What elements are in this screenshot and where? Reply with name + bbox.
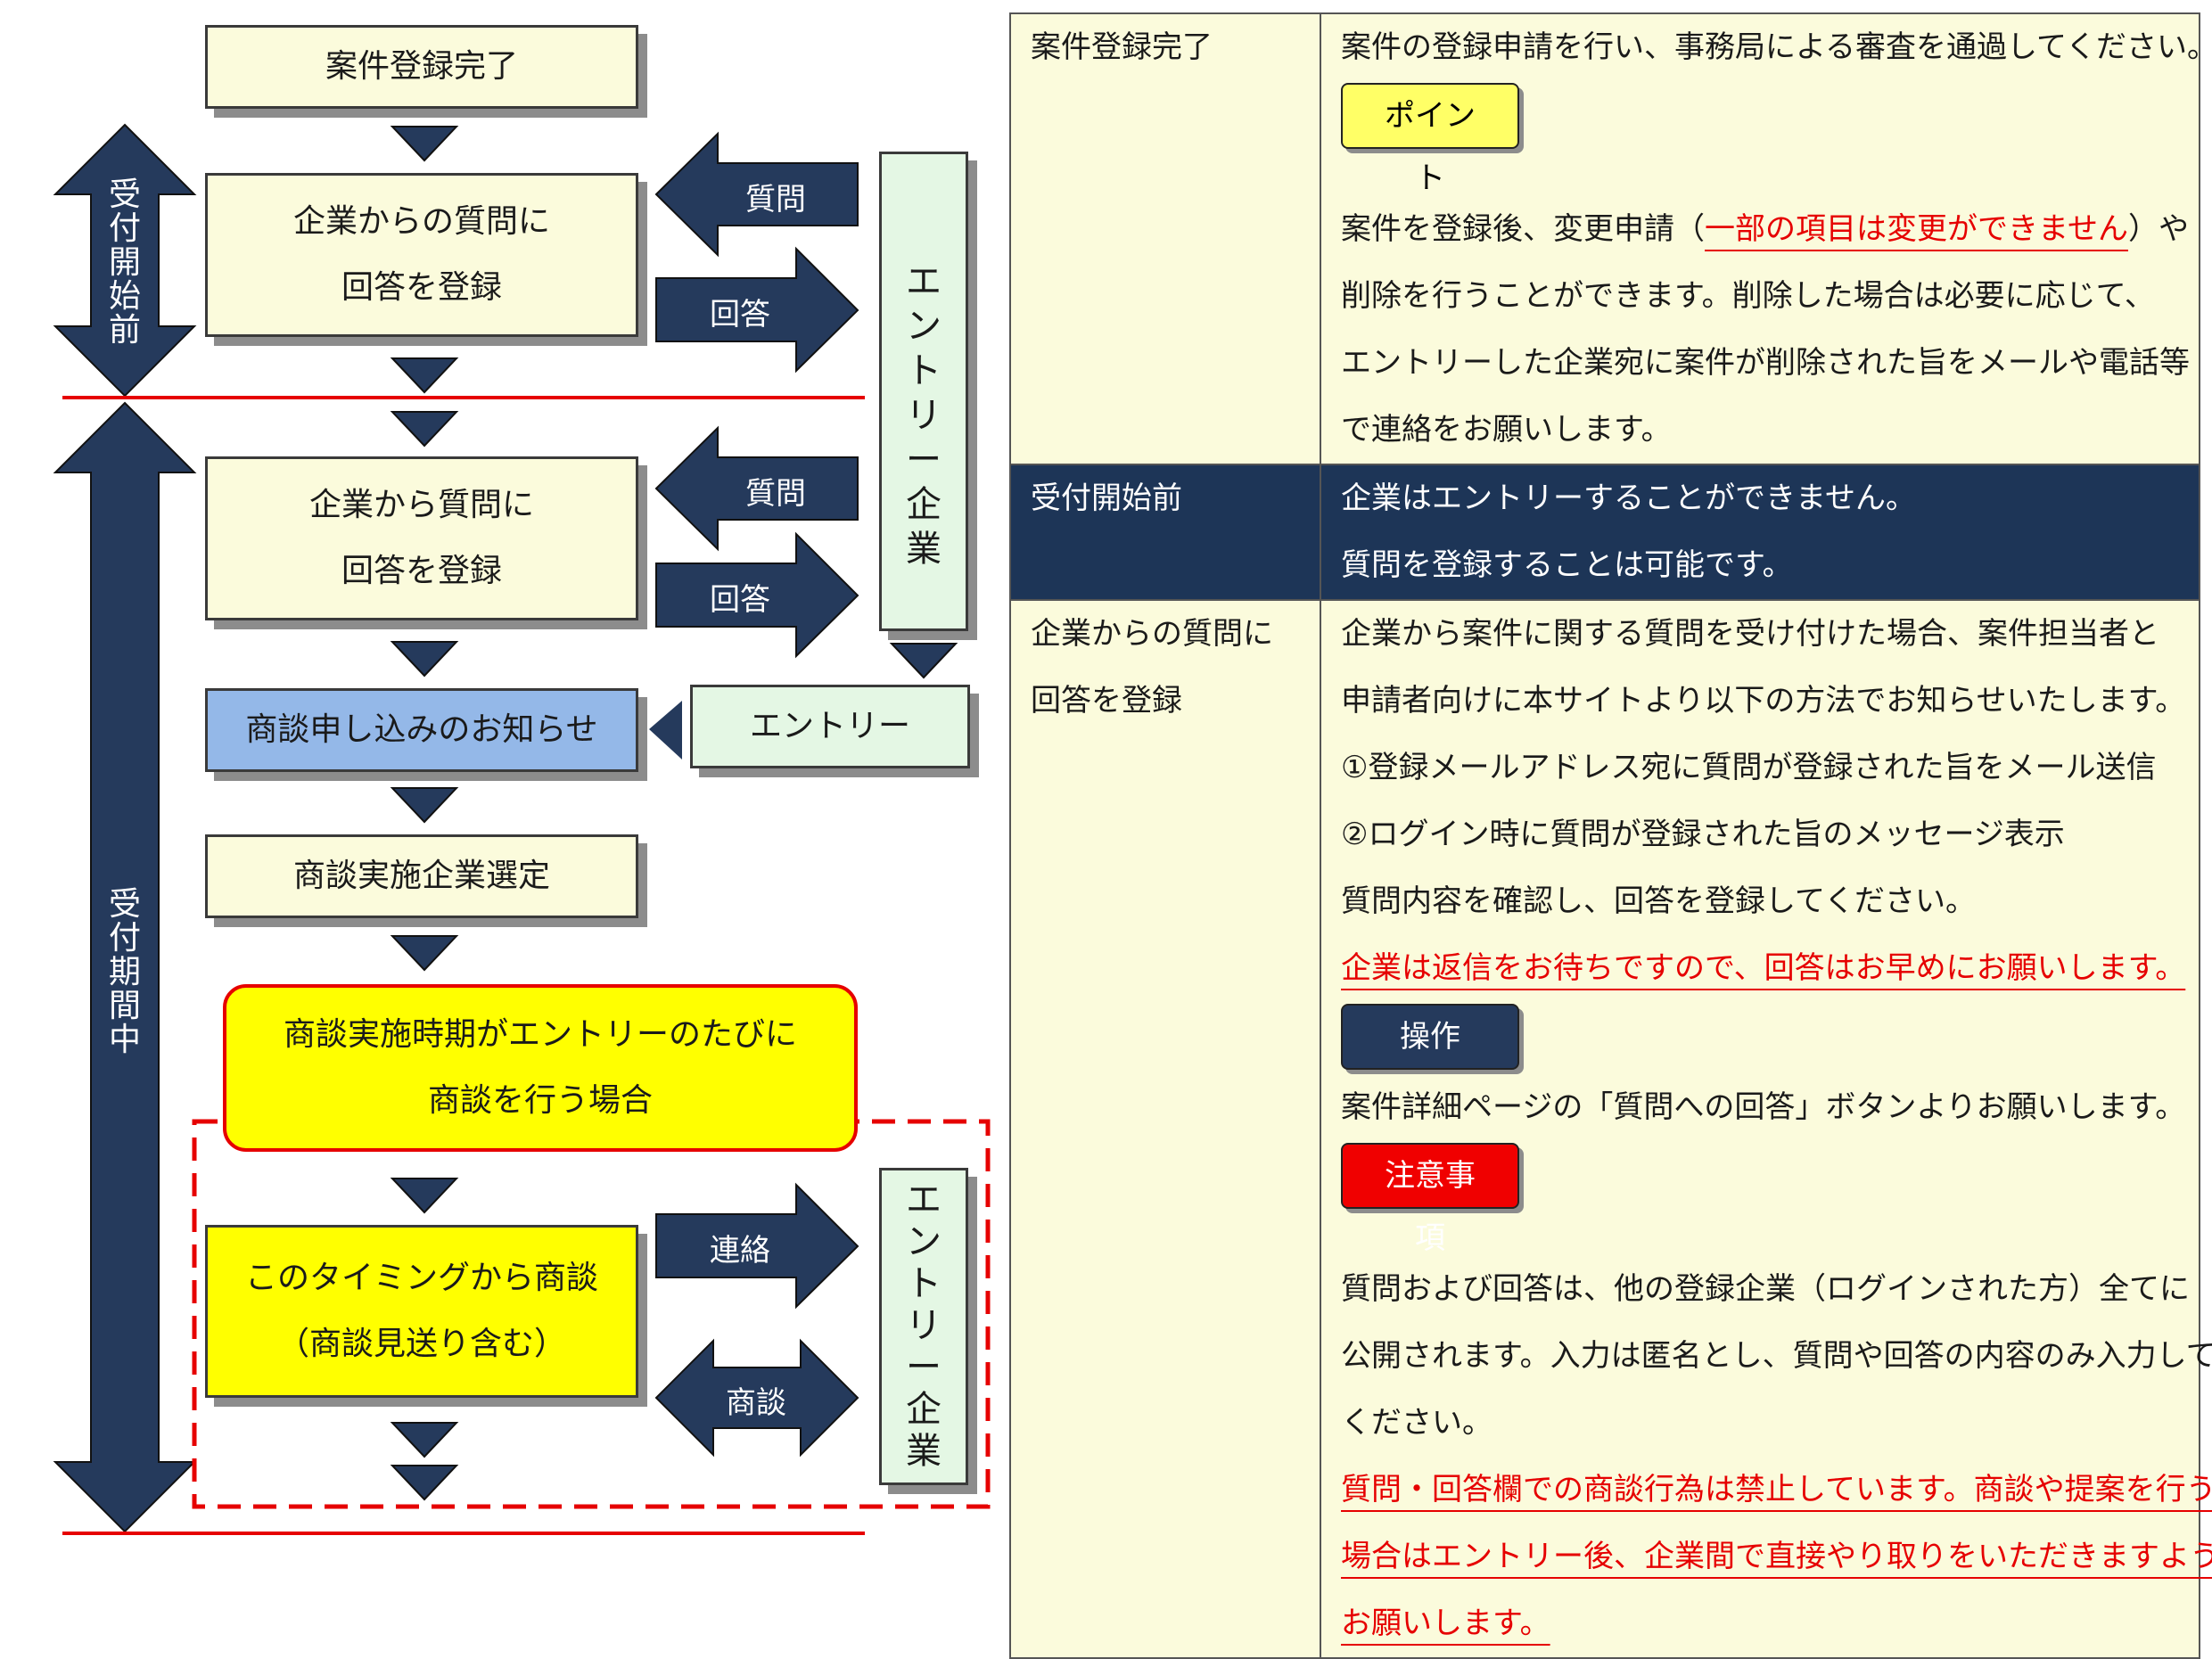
down-arrow-icon xyxy=(390,357,459,394)
this-timing-box: このタイミングから商談 （商談見送り含む） xyxy=(205,1225,638,1398)
question-arrow-left xyxy=(654,425,859,552)
answer-arrow-right xyxy=(655,246,859,374)
negotiation-label: 商談 xyxy=(726,1385,786,1421)
row-label: 案件登録完了 xyxy=(1009,12,1321,465)
negotiation-double-arrow xyxy=(654,1338,859,1458)
point-badge: ポイント xyxy=(1341,83,1519,196)
contact-label: 連絡 xyxy=(710,1233,770,1269)
question-label: 質問 xyxy=(745,476,806,512)
during-reception-label: 受 付 期 間 中 xyxy=(108,886,141,1058)
answer-arrow-right xyxy=(655,531,859,659)
row-label: 企業からの質問に 回答を登録 xyxy=(1009,599,1321,1659)
entry-company-box-2: エ ン ト リ ー 企 業 xyxy=(879,1168,968,1485)
qa-register-box-2: 企業から質問に 回答を登録 xyxy=(205,456,638,620)
negotiation-dashed-region xyxy=(192,1119,991,1509)
contact-arrow-right xyxy=(655,1182,859,1310)
down-arrow-icon xyxy=(390,935,459,972)
negotiation-notice-box: 商談申し込みのお知らせ xyxy=(205,688,638,772)
caution-badge: 注意事項 xyxy=(1341,1143,1519,1256)
down-arrow-icon xyxy=(390,411,459,448)
prohibition-note: お願いします。 xyxy=(1341,1606,1550,1641)
row-content: 企業はエントリーすることができません。 質問を登録することは可能です。 xyxy=(1320,464,2200,601)
select-company-box: 商談実施企業選定 xyxy=(205,834,638,918)
timing-box: 商談実施時期がエントリーのたびに 商談を行う場合 xyxy=(223,984,858,1152)
down-arrow-icon xyxy=(390,1465,459,1501)
reply-early-note: 企業は返信をお待ちですので、回答はお早めにお願いします。 xyxy=(1341,950,2186,986)
operation-badge: 操作 xyxy=(1341,1004,1519,1070)
row-content: 企業から案件に関する質問を受け付けた場合、案件担当者と 申請者向けに本サイトより… xyxy=(1320,599,2212,1659)
down-arrow-icon xyxy=(889,643,958,679)
answer-label: 回答 xyxy=(710,582,770,618)
down-arrow-icon xyxy=(390,1422,459,1458)
row-label: 受付開始前 xyxy=(1009,464,1321,601)
entry-company-box-1: エ ン ト リ ー 企 業 xyxy=(879,152,968,631)
question-arrow-left xyxy=(654,131,859,258)
flow-graphics xyxy=(53,123,991,1535)
case-registration-box: 案件登録完了 xyxy=(205,25,638,109)
separator-line-2 xyxy=(62,1532,865,1535)
down-arrow-icon xyxy=(390,641,459,678)
explanation-table: 案件登録完了 案件の登録申請を行い、事務局による審査を通過してください。 ポイン… xyxy=(1009,12,2212,1659)
entry-box: エントリー xyxy=(690,685,970,768)
qa-register-box-1: 企業からの質問に 回答を登録 xyxy=(205,173,638,337)
down-arrow-icon xyxy=(390,787,459,824)
answer-label: 回答 xyxy=(710,297,770,333)
left-arrow-icon xyxy=(649,701,682,760)
prohibition-note: 質問・回答欄での商談行為は禁止しています。商談や提案を行う xyxy=(1341,1472,2212,1507)
row-qa-register: 企業からの質問に 回答を登録 企業から案件に関する質問を受け付けた場合、案件担当… xyxy=(1009,599,2212,1659)
separator-line-1 xyxy=(62,396,865,399)
row-content: 案件の登録申請を行い、事務局による審査を通過してください。 ポイント 案件を登録… xyxy=(1320,12,2212,465)
down-arrow-icon xyxy=(390,1178,459,1214)
question-label: 質問 xyxy=(745,182,806,218)
before-reception-label: 受 付 開 始 前 xyxy=(108,177,141,349)
down-arrow-icon xyxy=(390,126,459,162)
row-case-registration: 案件登録完了 案件の登録申請を行い、事務局による審査を通過してください。 ポイン… xyxy=(1009,12,2212,465)
row-before-reception: 受付開始前 企業はエントリーすることができません。 質問を登録することは可能です… xyxy=(1009,464,2200,601)
cannot-change-note: 一部の項目は変更ができません xyxy=(1705,211,2128,247)
prohibition-note: 場合はエントリー後、企業間で直接やり取りをいただきますよう xyxy=(1341,1539,2212,1574)
